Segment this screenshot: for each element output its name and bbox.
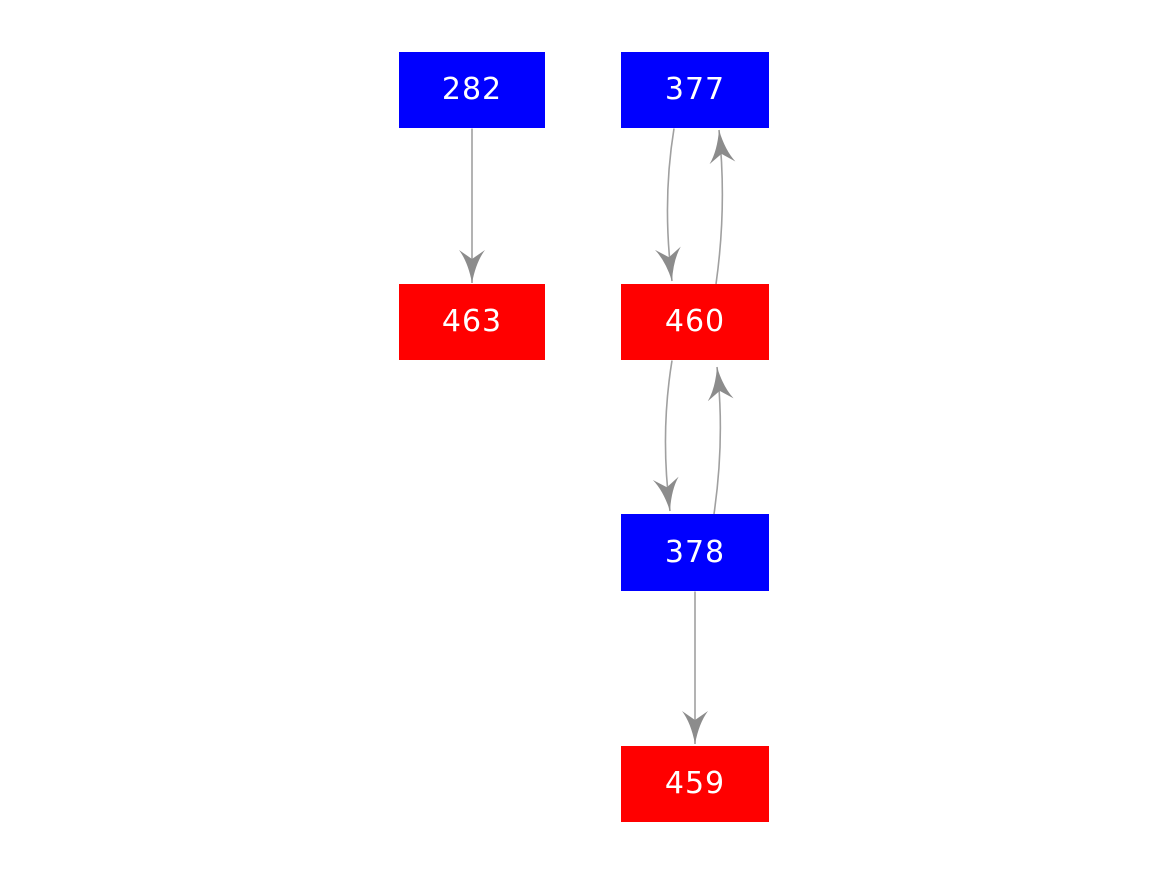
edges-group: [459, 128, 736, 744]
node-label: 378: [664, 534, 726, 570]
graph-node-460: 460: [621, 284, 769, 360]
edge-377-to-460: [654, 128, 681, 282]
node-label: 460: [664, 304, 726, 339]
edge-460-to-378: [652, 360, 679, 512]
graph-node-459: 459: [621, 746, 769, 822]
node-label: 377: [664, 72, 726, 107]
node-label: 459: [664, 766, 726, 801]
graph-node-282: 282: [399, 52, 545, 128]
graph-node-378: 378: [621, 514, 769, 591]
graph-node-377: 377: [621, 52, 769, 128]
node-label: 282: [441, 72, 503, 107]
node-label: 463: [441, 304, 503, 339]
graph-node-463: 463: [399, 284, 545, 360]
edge-378-to-460: [707, 366, 734, 515]
edge-460-to-377: [709, 129, 736, 285]
